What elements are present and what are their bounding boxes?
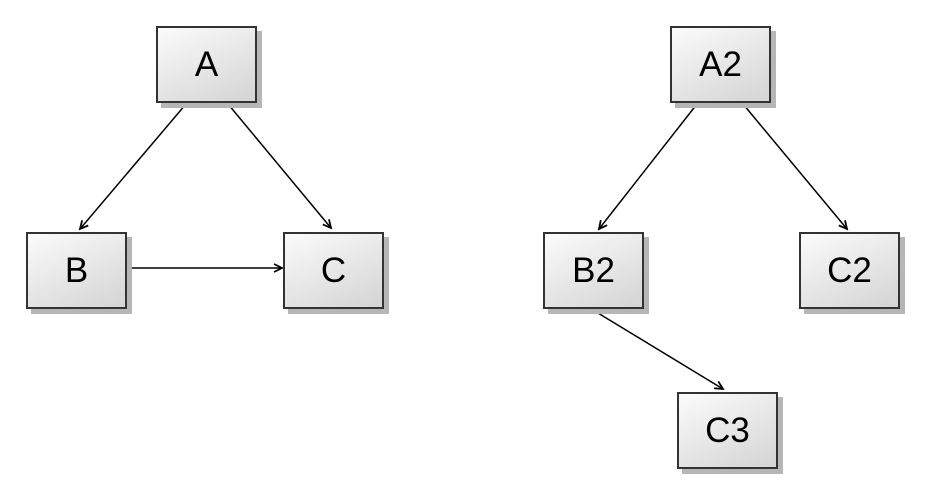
edge-A-C	[227, 103, 331, 228]
node-label: C3	[705, 411, 750, 450]
node-label: C2	[827, 251, 872, 290]
node-B2: B2	[543, 232, 644, 309]
edge-B2-C3	[592, 309, 723, 389]
node-C3: C3	[677, 392, 778, 469]
node-label: B	[64, 251, 89, 290]
node-label: B2	[572, 251, 615, 290]
node-C2: C2	[799, 232, 900, 309]
node-label: A2	[699, 45, 742, 84]
node-C: C	[283, 232, 384, 309]
node-label: A	[194, 45, 219, 84]
edge-A2-C2	[742, 103, 847, 229]
node-A: A	[156, 26, 257, 103]
edge-A2-B2	[599, 103, 698, 229]
edge-A-B	[80, 103, 187, 229]
node-B: B	[26, 232, 127, 309]
node-label: C	[320, 251, 347, 290]
node-A2: A2	[670, 26, 771, 103]
